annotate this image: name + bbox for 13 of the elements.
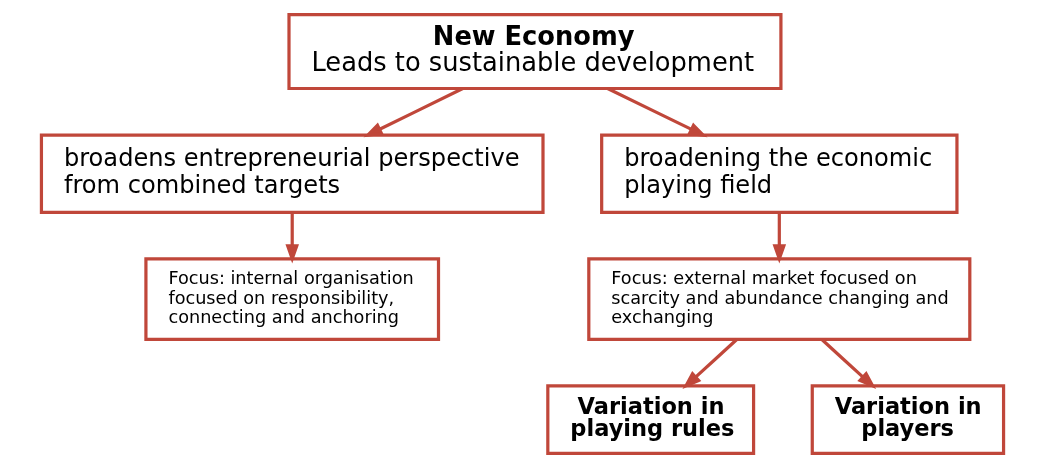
node-box: broadening the economic playing field <box>600 133 959 214</box>
arrow <box>285 212 299 264</box>
arrow <box>606 87 708 138</box>
node-box: New Economy Leads to sustainable development <box>287 12 783 91</box>
node-box: Focus: internal organisation focused on responsibility, connecting and anchoring <box>144 257 441 341</box>
node-box: broadens entrepreneurial perspective from combined targets <box>39 133 545 214</box>
arrow <box>821 338 877 390</box>
node-box: Variation in players <box>810 384 1006 456</box>
node-box: Focus: external market focused on scarcity and abundance changing and exchanging <box>587 257 972 341</box>
arrow <box>363 87 464 138</box>
arrow <box>682 338 738 390</box>
node-box: Variation in playing rules <box>546 384 756 456</box>
arrow <box>772 212 787 264</box>
